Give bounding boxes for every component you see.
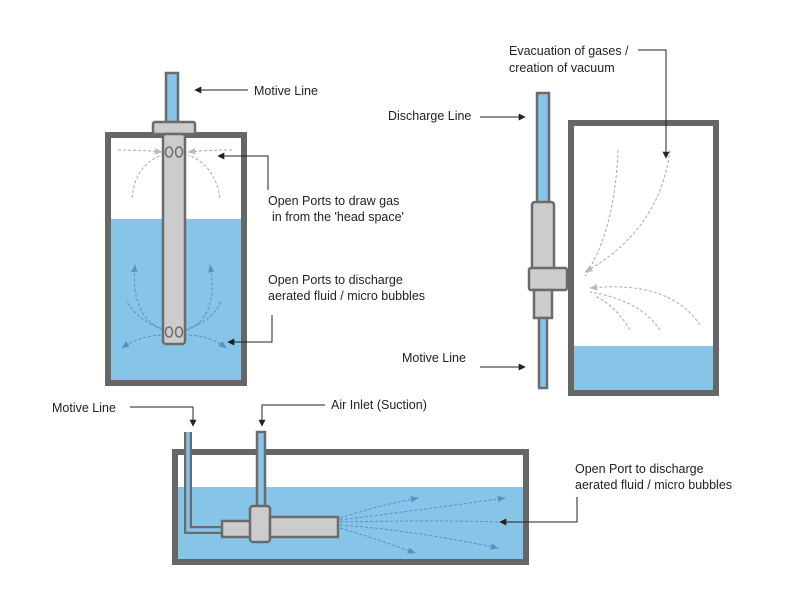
label-evacuation-1: Evacuation of gases / [509, 44, 629, 58]
label-open-ports-gas-1: Open Ports to draw gas [268, 194, 399, 208]
label-open-ports-gas-2: in from the 'head space' [272, 210, 404, 224]
motive-pipe-1 [164, 71, 180, 125]
discharge-ports [164, 326, 184, 338]
discharge-pipe-2 [535, 91, 551, 205]
tank-side-eductor: Evacuation of gases / creation of vacuum… [388, 44, 719, 396]
eductor-body-2 [530, 200, 556, 272]
gas-ports [164, 146, 184, 158]
water-2 [574, 346, 713, 390]
label-motive-line-3: Motive Line [52, 401, 116, 415]
eductor-neck-2 [532, 288, 554, 320]
eductor-head-2 [527, 266, 569, 292]
eductor-body-1 [161, 132, 187, 346]
tank-vertical-eductor: Motive Line Open Ports to draw gas in fr… [105, 71, 425, 386]
label-evacuation-2: creation of vacuum [509, 61, 615, 75]
label-air-inlet: Air Inlet (Suction) [331, 398, 427, 412]
label-open-port-1: Open Port to discharge [575, 462, 704, 476]
label-motive-line-1: Motive Line [254, 84, 318, 98]
tank-fitting-1 [151, 120, 197, 136]
air-inlet-pipe-3 [255, 430, 267, 512]
label-open-port-2: aerated fluid / micro bubbles [575, 478, 732, 492]
eductor-outlet-3 [268, 515, 340, 539]
eductor-tee-3 [248, 504, 272, 544]
label-open-ports-discharge-2: aerated fluid / micro bubbles [268, 289, 425, 303]
tank-horizontal-eductor: Motive Line Air Inlet (Suction) Open Por… [52, 398, 732, 565]
label-discharge-line-2: Discharge Line [388, 109, 471, 123]
label-open-ports-discharge-1: Open Ports to discharge [268, 273, 403, 287]
motive-pipe-2 [537, 316, 549, 390]
label-motive-line-2: Motive Line [402, 351, 466, 365]
